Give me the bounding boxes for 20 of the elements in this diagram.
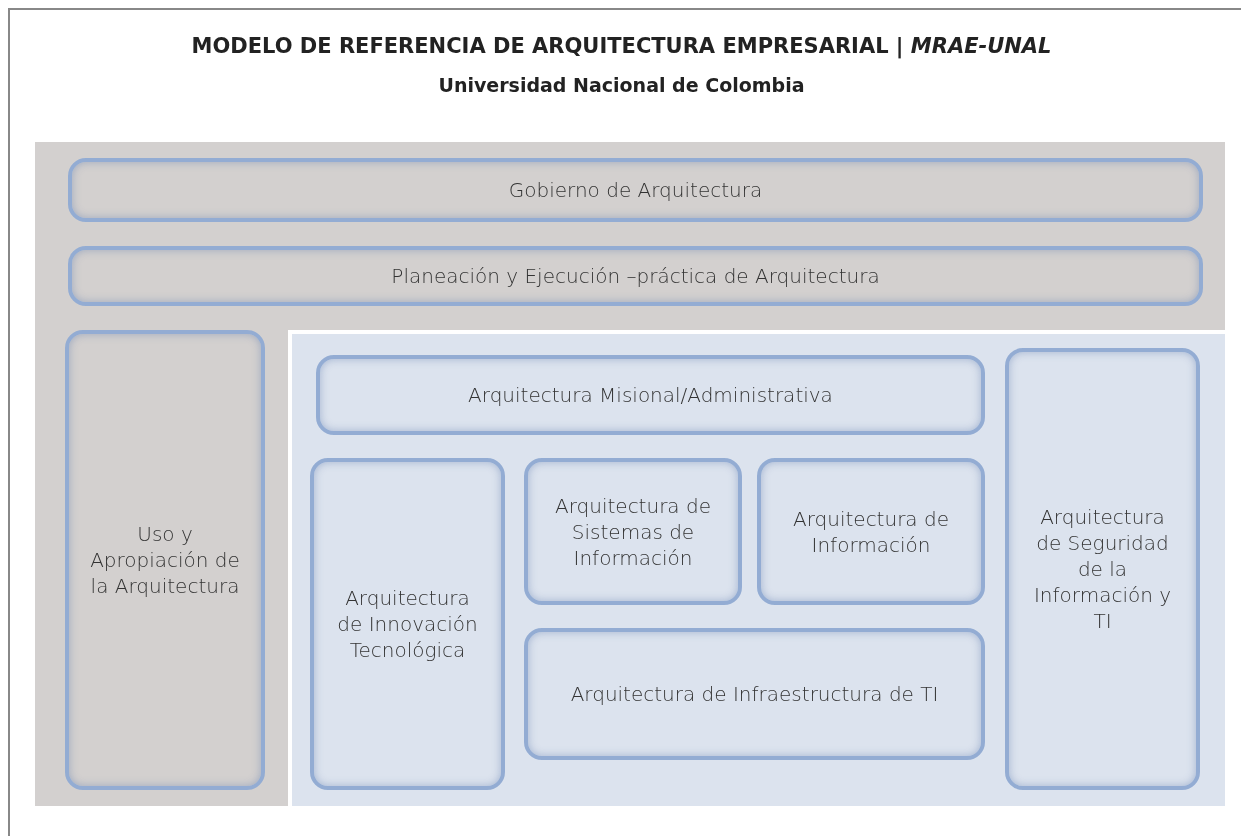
architecture-box <box>68 246 1203 306</box>
architecture-box <box>524 458 742 605</box>
architecture-box <box>757 458 985 605</box>
box-label: Uso y Apropiación de la Arquitectura <box>89 521 241 599</box>
architecture-box <box>65 330 265 790</box>
architecture-box <box>316 355 985 435</box>
box-label: Planeación y Ejecución –práctica de Arquitectura <box>391 263 880 289</box>
box-label: Gobierno de Arquitectura <box>508 177 763 203</box>
architecture-box <box>1005 348 1200 790</box>
box-label: Arquitectura de Innovación Tecnológica <box>336 585 479 663</box>
architecture-box <box>310 458 505 790</box>
box-label: Arquitectura de Sistemas de Información <box>554 492 712 571</box>
box-label: Arquitectura de Información <box>792 505 950 558</box>
box-label: Arquitectura de Infraestructura de TI <box>570 681 939 707</box>
box-label: Arquitectura Misional/Administrativa <box>468 382 833 408</box>
architecture-box <box>68 158 1203 222</box>
architecture-box <box>524 628 985 760</box>
box-label: Arquitectura de Seguridad de la Información y TI <box>1032 504 1173 634</box>
subtitle: Universidad Nacional de Colombia <box>438 74 805 96</box>
title: MODELO DE REFERENCIA DE ARQUITECTURA EMPRESARIAL | MRAE-UNAL <box>191 34 1052 58</box>
